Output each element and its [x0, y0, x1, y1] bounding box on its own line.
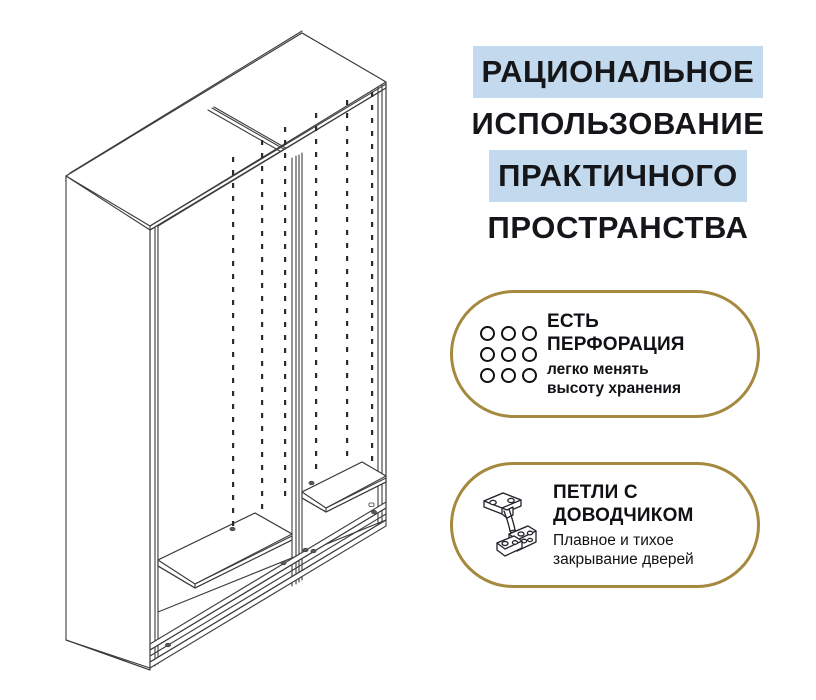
content-column: РАЦИОНАЛЬНОЕ ИСПОЛЬЗОВАНИЕ ПРАКТИЧНОГО П… — [420, 0, 816, 700]
page-title: РАЦИОНАЛЬНОЕ ИСПОЛЬЗОВАНИЕ ПРАКТИЧНОГО П… — [420, 46, 816, 254]
perforation-hole-icon — [521, 325, 537, 341]
perforation-hole-icon — [479, 367, 495, 383]
perforation-hole-icon — [521, 367, 537, 383]
headline-line-4: ПРОСТРАНСТВА — [487, 210, 749, 245]
perforation-hole-icon — [500, 346, 516, 362]
headline-line-2: ИСПОЛЬЗОВАНИЕ — [471, 106, 765, 141]
feature-subtitle-line-2: высоту хранения — [547, 380, 681, 397]
headline-line-1: РАЦИОНАЛЬНОЕ — [420, 46, 816, 98]
feature-card-perforation: ЕСТЬ ПЕРФОРАЦИЯ легко менять высоту хран… — [450, 290, 760, 418]
feature-card-subtitle: Плавное и тихое закрывание дверей — [553, 531, 741, 569]
feature-card-title: ПЕТЛИ С ДОВОДЧИКОМ — [553, 481, 741, 527]
feature-card-hinges: ПЕТЛИ С ДОВОДЧИКОМ Плавное и тихое закры… — [450, 462, 760, 588]
feature-card-text: ПЕТЛИ С ДОВОДЧИКОМ Плавное и тихое закры… — [547, 481, 741, 569]
feature-subtitle-line-1: легко менять — [547, 361, 649, 378]
perforation-grid-icon — [475, 325, 541, 383]
feature-title-line-1: ЕСТЬ — [547, 311, 599, 332]
feature-title-line-2: ПЕРФОРАЦИЯ — [547, 334, 685, 355]
perforation-hole-icon — [500, 367, 516, 383]
feature-card-title: ЕСТЬ ПЕРФОРАЦИЯ — [547, 310, 741, 356]
cabinet-hinge-icon — [475, 485, 547, 565]
perforation-hole-icon — [521, 346, 537, 362]
feature-title-line-2: ДОВОДЧИКОМ — [553, 505, 694, 526]
feature-subtitle-line-1: Плавное и тихое — [553, 532, 674, 549]
feature-card-text: ЕСТЬ ПЕРФОРАЦИЯ легко менять высоту хран… — [541, 310, 741, 398]
perforation-hole-icon — [479, 325, 495, 341]
feature-title-line-1: ПЕТЛИ С — [553, 482, 638, 503]
wardrobe-illustration — [65, 30, 387, 671]
feature-subtitle-line-2: закрывание дверей — [553, 551, 694, 568]
feature-card-subtitle: легко менять высоту хранения — [547, 360, 741, 398]
headline-line-3: ПРАКТИЧНОГО — [420, 150, 816, 202]
perforation-hole-icon — [479, 346, 495, 362]
perforation-hole-icon — [500, 325, 516, 341]
